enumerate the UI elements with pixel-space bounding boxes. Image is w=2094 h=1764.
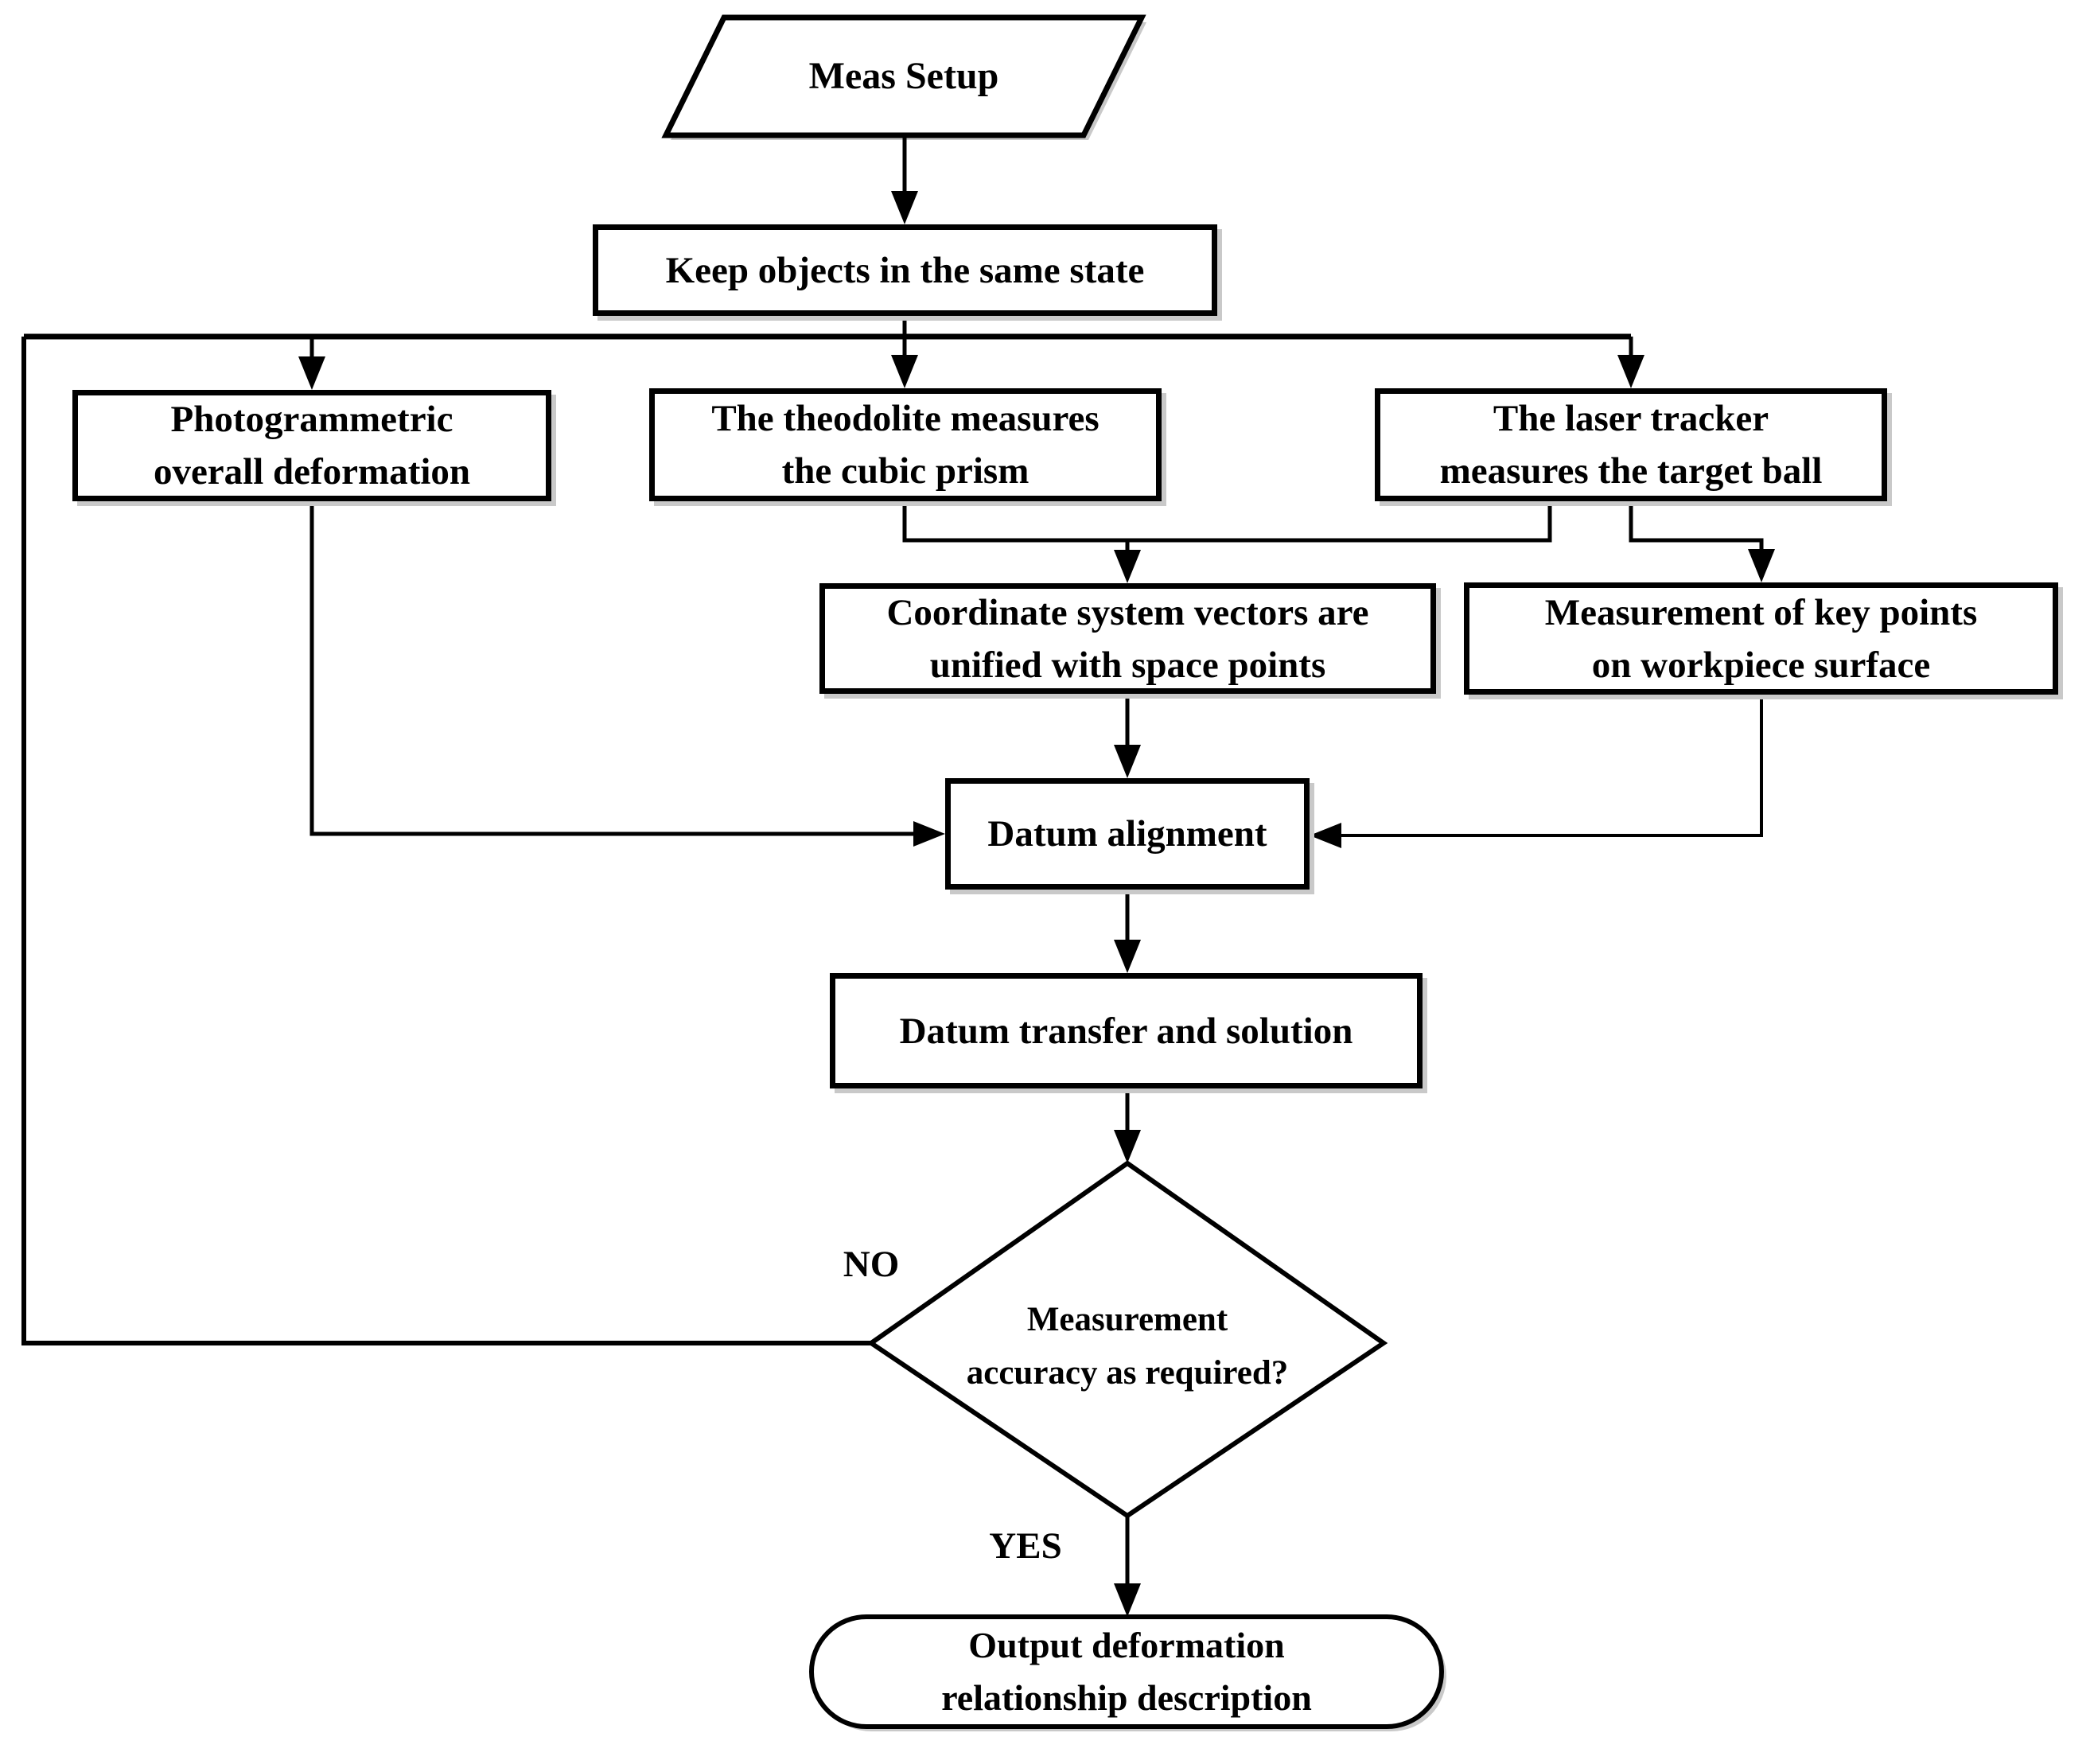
arrowhead-setup-to-keep — [891, 191, 918, 224]
node-key-points-line2: on workpiece surface — [1591, 644, 1931, 686]
node-datum-transfer: Datum transfer and solution — [830, 973, 1423, 1088]
edge-no-loop — [21, 337, 871, 1345]
node-laser-tracker-line1: The laser tracker — [1493, 398, 1769, 439]
edge-label-no: NO — [843, 1244, 900, 1285]
arrowhead-laser-to-keypoints — [1748, 549, 1775, 582]
output-shape — [809, 1614, 1444, 1729]
node-keep-state: Keep objects in the same state — [593, 224, 1217, 316]
node-laser-tracker: The laser tracker measures the target ba… — [1375, 388, 1887, 501]
arrowhead-decision-to-output — [1114, 1583, 1141, 1617]
node-output: Output deformation relationship descript… — [843, 1618, 1410, 1725]
node-key-points: Measurement of key points on workpiece s… — [1464, 582, 2058, 695]
node-meas-setup: Meas Setup — [705, 53, 1103, 100]
node-laser-tracker-line2: measures the target ball — [1439, 450, 1823, 492]
arrowhead-alignment-to-transfer — [1114, 940, 1141, 973]
node-theodolite-line1: The theodolite measures — [711, 398, 1100, 439]
node-photogrammetric-line2: overall deformation — [153, 451, 471, 493]
arrowhead-drop-photogrammetric — [298, 356, 325, 390]
arrowhead-drop-coord — [1114, 550, 1141, 583]
node-photogrammetric-line1: Photogrammetric — [170, 399, 453, 440]
edge-photo-to-alignment — [309, 501, 915, 836]
node-theodolite: The theodolite measures the cubic prism — [649, 388, 1162, 501]
node-accuracy-check: Measurement accuracy as required? — [903, 1291, 1352, 1402]
edge-keypoints-to-alignment — [1340, 695, 1763, 837]
arrowhead-drop-theodolite — [891, 355, 918, 388]
arrowhead-coord-to-alignment — [1114, 745, 1141, 778]
node-photogrammetric: Photogrammetric overall deformation — [72, 390, 551, 501]
edge-collector-to-coord — [902, 501, 1552, 543]
node-coord-unify-line1: Coordinate system vectors are — [886, 591, 1369, 633]
arrowhead-drop-laser-tracker — [1617, 355, 1644, 388]
node-meas-setup-label: Meas Setup — [808, 55, 999, 97]
node-output-line2: relationship description — [941, 1677, 1312, 1718]
node-theodolite-line2: the cubic prism — [781, 450, 1029, 492]
node-output-line1: Output deformation — [968, 1625, 1285, 1665]
edge-label-yes: YES — [989, 1525, 1062, 1567]
node-coord-unify-line2: unified with space points — [929, 644, 1326, 686]
node-coord-unify: Coordinate system vectors are unified wi… — [819, 583, 1436, 694]
edge-laser-to-keypoints — [1629, 501, 1764, 551]
arrowhead-photo-to-alignment — [913, 821, 945, 847]
arrowhead-keypoints-to-alignment — [1310, 823, 1341, 848]
meas-setup-shape — [661, 14, 1146, 138]
node-key-points-line1: Measurement of key points — [1544, 591, 1978, 633]
node-datum-alignment: Datum alignment — [945, 778, 1310, 890]
decision-shape — [866, 1160, 1388, 1519]
node-accuracy-check-line2: accuracy as required? — [966, 1354, 1289, 1392]
node-keep-state-label: Keep objects in the same state — [665, 249, 1145, 291]
node-accuracy-check-line1: Measurement — [1026, 1301, 1228, 1338]
node-datum-transfer-label: Datum transfer and solution — [899, 1010, 1353, 1052]
arrowhead-transfer-to-decision — [1114, 1130, 1141, 1163]
node-datum-alignment-label: Datum alignment — [987, 813, 1267, 855]
